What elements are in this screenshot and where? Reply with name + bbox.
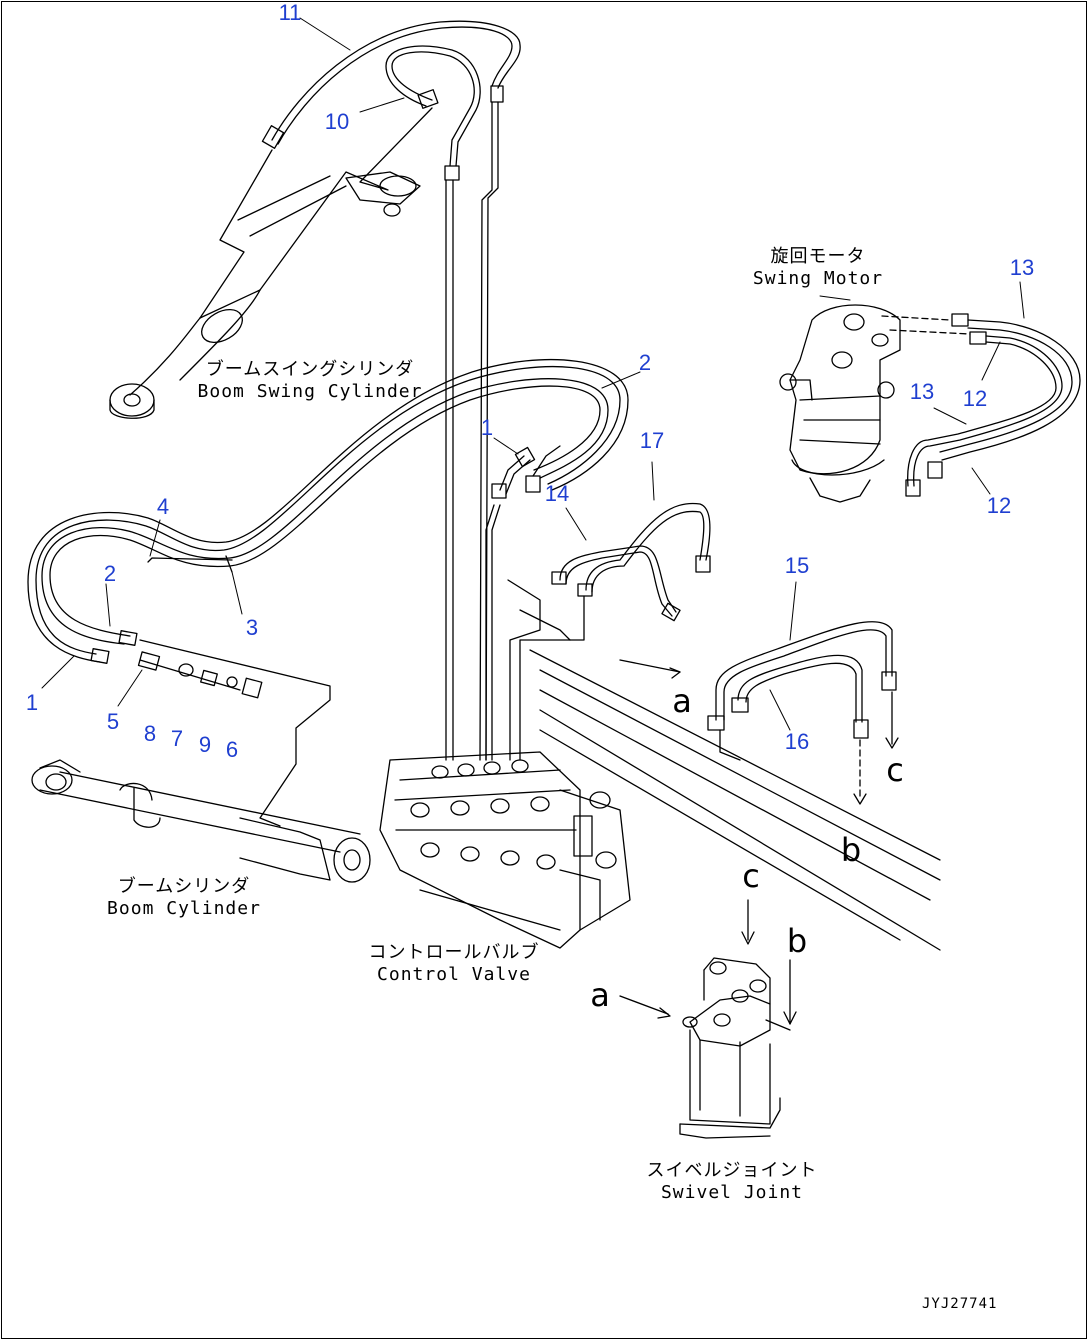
- connection-a-bottom: a: [590, 976, 610, 1014]
- boom-swing-cylinder-drawing: [109, 107, 433, 419]
- callout-4: 4: [156, 494, 170, 519]
- boom-swing-cylinder-label-jp: ブームスイングシリンダ: [205, 359, 415, 380]
- hose-10: [385, 45, 481, 181]
- drawing-number: JYJ27741: [922, 1296, 998, 1312]
- callout-12b: 12: [986, 493, 1012, 518]
- callout-12: 12: [962, 386, 988, 411]
- swivel-joint-label-en: Swivel Joint: [660, 1182, 804, 1203]
- control-valve-label: コントロールバルブ Control Valve: [369, 942, 540, 986]
- swivel-joint-label: スイベルジョイント Swivel Joint: [647, 1160, 818, 1204]
- connection-b-top: b: [840, 831, 862, 869]
- connection-b-bottom: b: [786, 922, 808, 960]
- callout-9: 9: [198, 732, 212, 757]
- boom-swing-cylinder-label-en: Boom Swing Cylinder: [197, 381, 423, 402]
- callout-6: 6: [225, 737, 239, 762]
- callout-11: 11: [278, 0, 302, 25]
- fittings-group: [137, 639, 331, 827]
- callout-7: 7: [170, 726, 184, 751]
- callout-8: 8: [143, 721, 157, 746]
- hoses-15-16: [707, 621, 899, 805]
- connection-c-top: c: [886, 751, 904, 789]
- callout-10: 10: [324, 109, 350, 134]
- hoses-12-13: [905, 313, 1081, 497]
- callout-17: 17: [639, 428, 665, 453]
- hose-11: [261, 20, 521, 149]
- control-valve-label-jp: コントロールバルブ: [368, 942, 540, 963]
- callout-13b: 13: [909, 379, 935, 404]
- boom-cylinder-label: ブームシリンダ Boom Cylinder: [107, 876, 261, 920]
- swing-motor-label: 旋回モータ Swing Motor: [753, 246, 883, 290]
- callout-1b: 1: [25, 690, 39, 715]
- swing-motor-label-en: Swing Motor: [752, 268, 884, 289]
- hoses-14-17: [507, 502, 711, 761]
- hose-2-long: [27, 359, 629, 664]
- boom-swing-cylinder-label: ブームスイングシリンダ Boom Swing Cylinder: [198, 359, 423, 403]
- hose-1-upper: [491, 445, 561, 499]
- callout-3: 3: [245, 615, 259, 640]
- swing-motor-label-jp: 旋回モータ: [770, 246, 866, 267]
- callout-1: 1: [480, 415, 494, 440]
- swivel-joint-label-jp: スイベルジョイント: [646, 1160, 818, 1181]
- vertical-pipes-to-valve: [445, 101, 501, 761]
- callout-2: 2: [638, 350, 652, 375]
- callout-13: 13: [1009, 255, 1035, 280]
- connection-a-top: a: [672, 682, 692, 720]
- valve-to-swivel-lines: [529, 649, 941, 951]
- boom-cylinder-label-jp: ブームシリンダ: [117, 876, 251, 897]
- callout-14: 14: [544, 481, 570, 506]
- callout-leaders: [41, 17, 1025, 731]
- callout-16: 16: [784, 729, 810, 754]
- boom-cylinder-drawing: [31, 759, 371, 883]
- callout-2b: 2: [103, 561, 117, 586]
- control-valve-drawing: [379, 751, 631, 949]
- callout-15: 15: [784, 553, 810, 578]
- callout-5: 5: [106, 709, 120, 734]
- boom-cylinder-label-en: Boom Cylinder: [107, 898, 261, 919]
- control-valve-label-en: Control Valve: [377, 964, 531, 985]
- connection-c-bottom: c: [742, 857, 760, 895]
- swing-motor-drawing: [779, 304, 971, 503]
- swivel-joint-drawing: [619, 899, 797, 1139]
